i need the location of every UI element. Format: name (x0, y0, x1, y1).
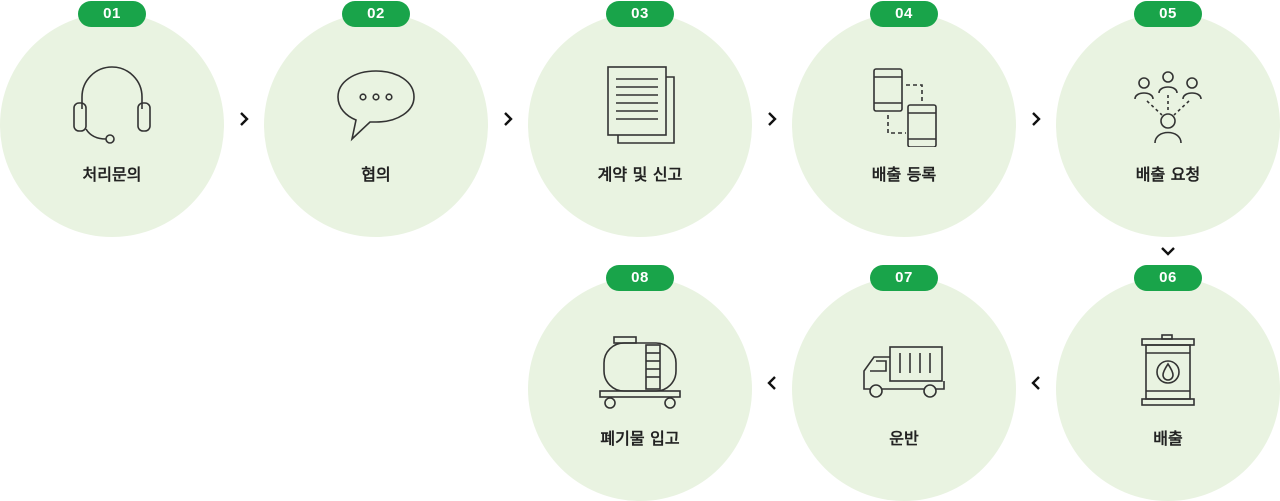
process-step-06: 06 배출 (1056, 265, 1280, 501)
step-circle (1056, 277, 1280, 501)
chevron-left-icon (1028, 375, 1044, 391)
step-label: 배출 등록 (871, 165, 937, 184)
chevron-right-icon (1028, 111, 1044, 127)
people-network-icon (1118, 57, 1218, 147)
step-circle (528, 277, 752, 501)
speech-bubble-icon (326, 57, 426, 147)
step-label: 배출 요청 (1135, 165, 1201, 184)
chevron-right-icon (764, 111, 780, 127)
document-icon (590, 57, 690, 147)
process-step-01: 01 처리문의 (0, 1, 224, 237)
step-label: 처리문의 (82, 165, 142, 184)
step-label: 계약 및 신고 (597, 165, 683, 184)
process-step-04: 04 배출 등록 (792, 1, 1016, 237)
chevron-right-icon (500, 111, 516, 127)
step-label: 운반 (889, 429, 919, 448)
step-number-badge: 08 (606, 265, 674, 291)
step-label: 폐기물 입고 (600, 429, 680, 448)
step-circle (264, 13, 488, 237)
step-number-badge: 03 (606, 1, 674, 27)
step-label: 배출 (1153, 429, 1183, 448)
oil-drum-icon (1118, 321, 1218, 411)
process-step-07: 07 운반 (792, 265, 1016, 501)
step-number-badge: 07 (870, 265, 938, 291)
process-step-03: 03 계약 및 신고 (528, 1, 752, 237)
step-label: 협의 (361, 165, 391, 184)
step-circle (792, 13, 1016, 237)
process-step-08: 08 폐기물 입고 (528, 265, 752, 501)
headset-icon (62, 57, 162, 147)
step-circle (528, 13, 752, 237)
chevron-right-icon (236, 111, 252, 127)
step-circle (1056, 13, 1280, 237)
chevron-left-icon (764, 375, 780, 391)
step-number-badge: 04 (870, 1, 938, 27)
truck-icon (854, 321, 954, 411)
step-number-badge: 01 (78, 1, 146, 27)
step-number-badge: 02 (342, 1, 410, 27)
process-step-02: 02 협의 (264, 1, 488, 237)
tank-trailer-icon (590, 321, 690, 411)
mobile-devices-icon (854, 57, 954, 148)
chevron-down-icon (1160, 243, 1176, 259)
step-number-badge: 06 (1134, 265, 1202, 291)
step-circle (0, 13, 224, 237)
process-step-05: 05 배출 요청 (1056, 1, 1280, 237)
step-number-badge: 05 (1134, 1, 1202, 27)
